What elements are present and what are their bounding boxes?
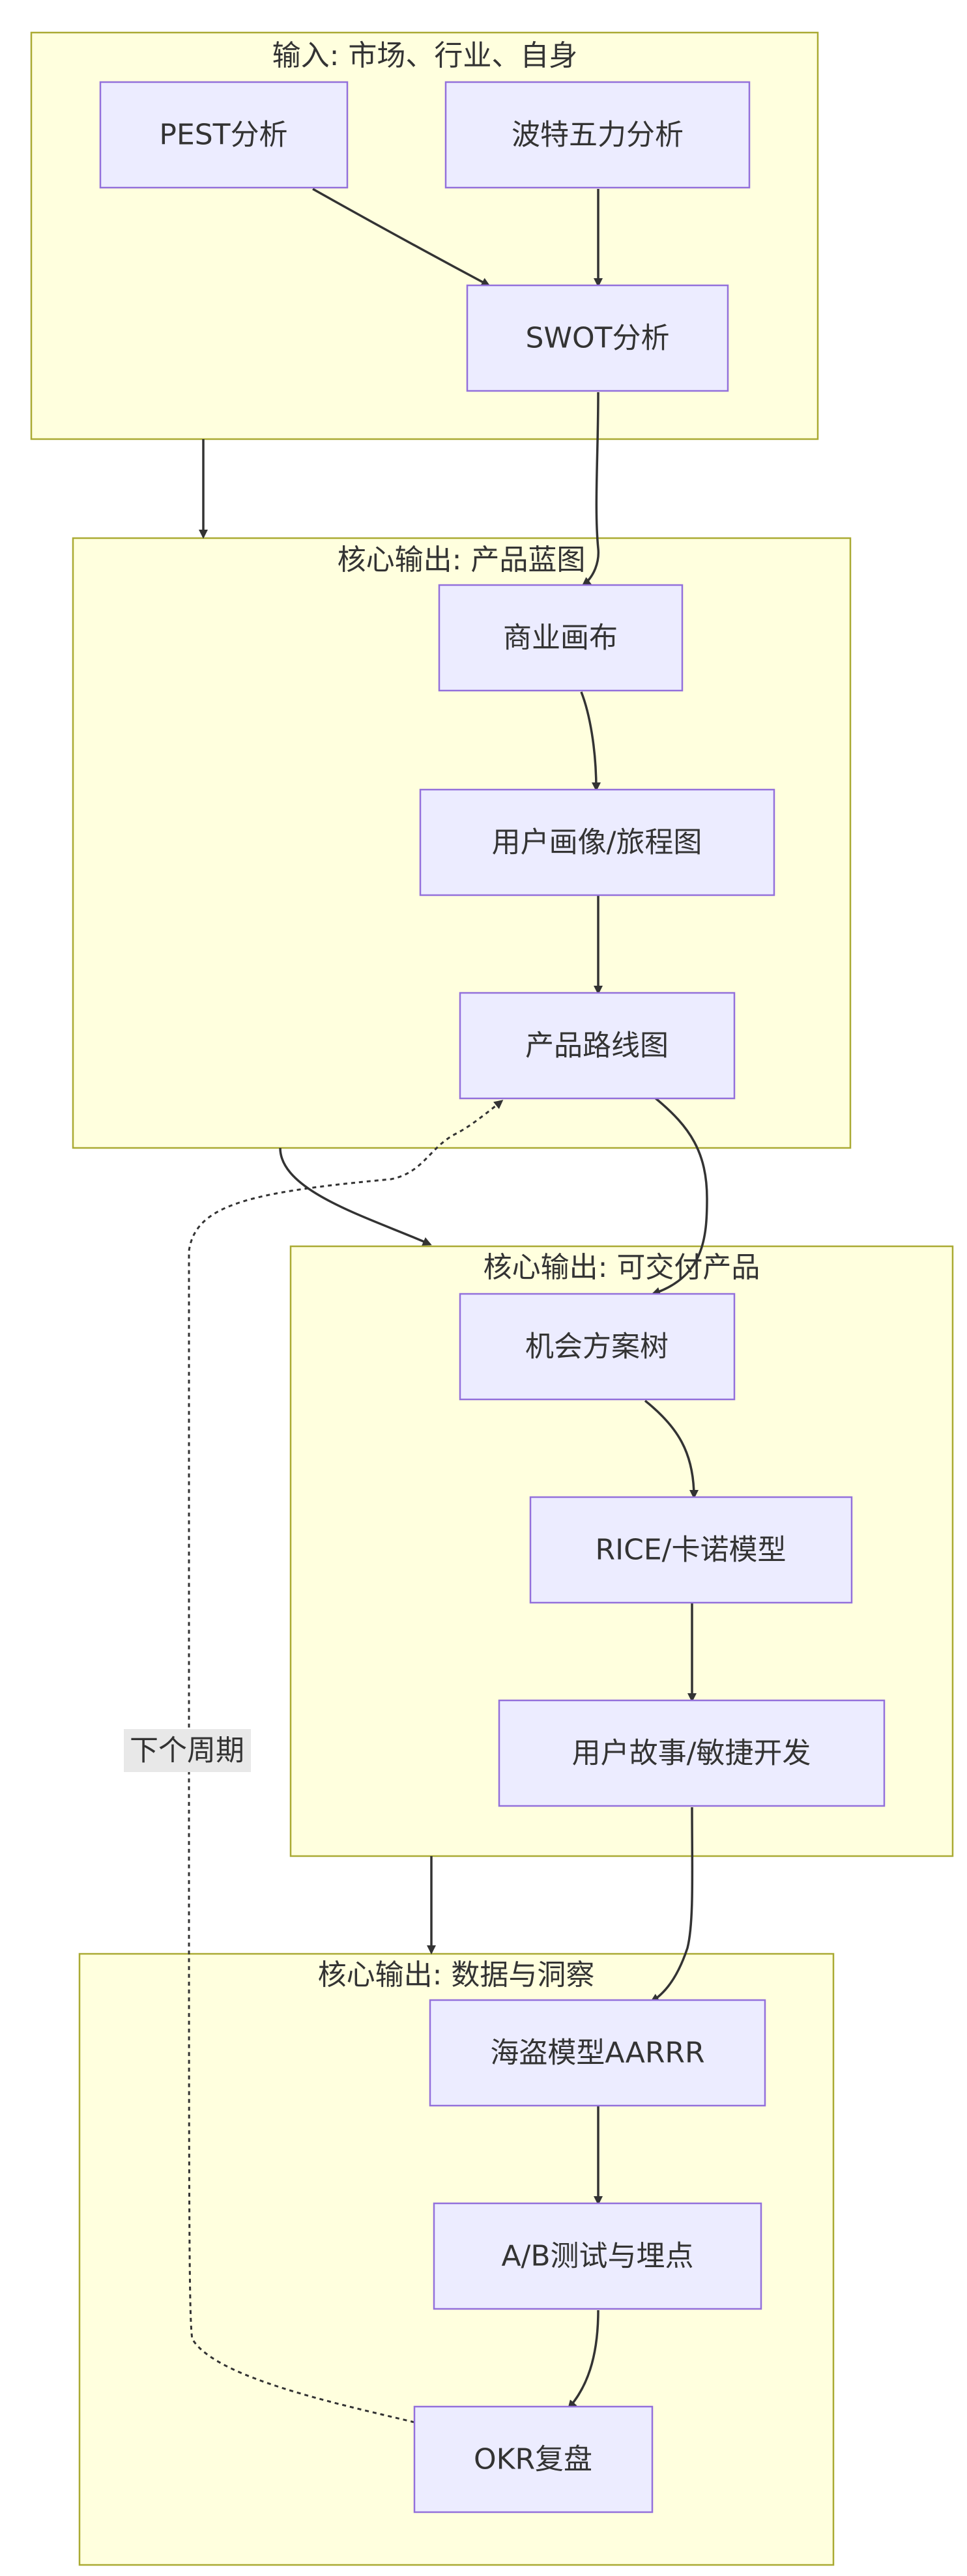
node-persona[interactable]: 用户画像/旅程图 [419,788,775,896]
node-aarrr[interactable]: 海盗模型AARRR [429,1999,766,2107]
node-okr[interactable]: OKR复盘 [413,2405,654,2513]
node-swot-label: SWOT分析 [526,322,670,355]
edge-label-next-cycle-text: 下个周期 [130,1734,244,1767]
edge-roadmap-ost [651,1096,708,1296]
node-okr-label: OKR复盘 [474,2443,592,2476]
node-rice[interactable]: RICE/卡诺模型 [529,1496,853,1604]
node-canvas-label: 商业画布 [503,622,618,655]
edge-canvas-persona [580,691,601,792]
edge-ost-rice [644,1399,699,1499]
node-porter[interactable]: 波特五力分析 [444,81,751,189]
cluster-insight-title: 核心输出: 数据与洞察 [318,1958,595,1992]
node-swot[interactable]: SWOT分析 [466,284,729,392]
node-aarrr-label: 海盗模型AARRR [490,2037,704,2070]
node-story[interactable]: 用户故事/敏捷开发 [498,1699,886,1807]
node-porter-label: 波特五力分析 [512,119,684,152]
node-pest[interactable]: PEST分析 [99,81,349,189]
edge-pest-swot [312,188,491,287]
node-persona-label: 用户画像/旅程图 [492,826,702,859]
edge-abtest-okr [568,2310,599,2410]
node-abtest-label: A/B测试与埋点 [501,2240,693,2273]
edge-swot-canvas [581,392,600,586]
cluster-blueprint-title: 核心输出: 产品蓝图 [338,543,586,577]
edge-label-next-cycle: 下个周期 [124,1729,251,1772]
node-canvas[interactable]: 商业画布 [438,584,684,692]
cluster-input-title: 输入: 市场、行业、自身 [272,39,578,72]
node-ost-label: 机会方案树 [525,1330,669,1364]
node-pest-label: PEST分析 [159,119,287,152]
edge-story-aarrr [650,1807,694,2003]
node-ost[interactable]: 机会方案树 [459,1293,736,1401]
cluster-deliverable-title: 核心输出: 可交付产品 [484,1251,760,1284]
edges [188,188,708,2424]
node-rice-label: RICE/卡诺模型 [596,1534,787,1567]
node-abtest[interactable]: A/B测试与埋点 [433,2202,762,2310]
node-story-label: 用户故事/敏捷开发 [572,1737,811,1770]
edge-okr-roadmap-next-cycle [188,1100,504,2424]
node-roadmap[interactable]: 产品路线图 [459,992,736,1100]
edge-blueprint-deliverable [279,1147,432,1246]
node-roadmap-label: 产品路线图 [525,1029,669,1063]
